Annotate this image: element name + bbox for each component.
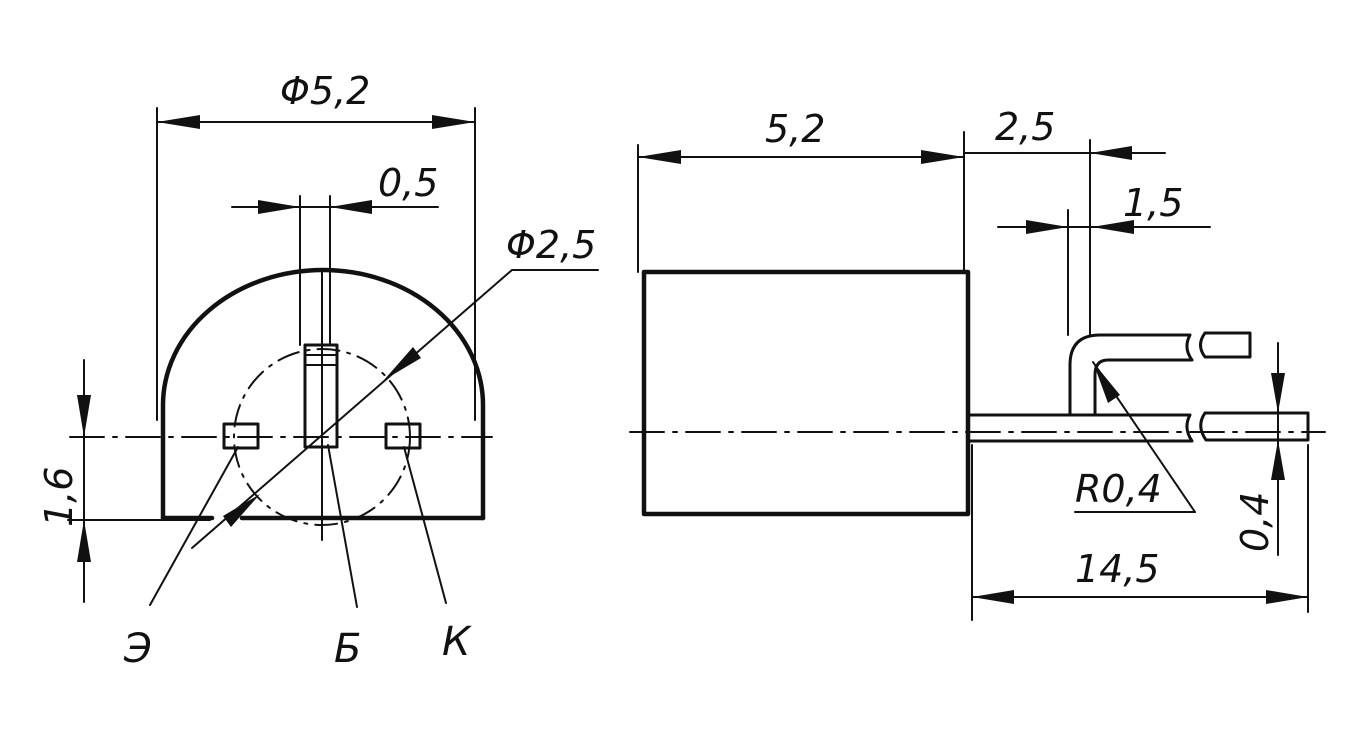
dim-bend-offset-arrow-left [1026,220,1068,234]
bent-lead-right [1199,331,1252,359]
dim-pin-circle-leader [191,269,513,549]
collector-leader [403,446,447,604]
emitter-leader [149,446,239,606]
emitter-pin [222,422,260,450]
dim-lead-length-arrow-right [1266,590,1308,604]
dim-bend-radius-arrow [1093,362,1120,403]
dim-lead-arrow-right [330,200,372,214]
side-view: 5,2 2,5 1,5 R0,4 0,4 14,5 [629,105,1326,621]
straight-lead-right [1199,411,1310,442]
dim-body-arrow-right [921,150,964,164]
dim-pin-circle-arrow-lower [223,494,260,527]
collector-label: К [442,619,472,665]
front-view: Φ5,2 0,5 Φ2,5 1,6 Э Б К [37,69,599,672]
collector-pin [384,422,422,450]
dim-lead-width-label: 0,5 [378,161,438,205]
dim-outer-diameter-label: Φ5,2 [280,69,370,113]
dim-lead-length-label: 14,5 [1075,547,1160,591]
dim-lead-thickness-arrow-top [1271,373,1285,413]
dim-lead-offset-arrow-right [1090,146,1132,160]
dim-base-offset-arrow-bottom [77,520,91,562]
base-lead-tab [303,343,339,449]
dim-pin-circle-arrow-upper [384,347,421,380]
dim-bend-offset-arrow-right [1092,220,1134,234]
dim-outer-arrow-left [157,115,200,129]
dim-pin-circle-label: Φ2,5 [506,223,596,267]
dim-lead-thickness-label: 0,4 [1233,492,1277,552]
bent-lead-left [1068,333,1194,417]
emitter-label: Э [123,626,152,672]
dim-body-arrow-left [638,150,681,164]
dim-body-length-label: 5,2 [765,107,825,151]
dim-outer-arrow-right [432,115,475,129]
dim-bend-offset-label: 1,5 [1123,181,1183,225]
dim-lead-offset-label: 2,5 [995,105,1055,149]
pin-circle [233,348,411,526]
base-leader [327,444,358,608]
dim-bend-radius-label: R0,4 [1075,467,1162,511]
dim-lead-arrow-left [258,200,300,214]
straight-lead-left [968,413,1194,443]
dim-lead-length-arrow-left [972,590,1014,604]
dim-base-offset-label: 1,6 [37,467,81,527]
side-body [641,269,971,517]
dim-base-offset-arrow-top [77,395,91,437]
base-label: Б [334,626,361,672]
dim-lead-thickness-arrow-bottom [1271,440,1285,480]
